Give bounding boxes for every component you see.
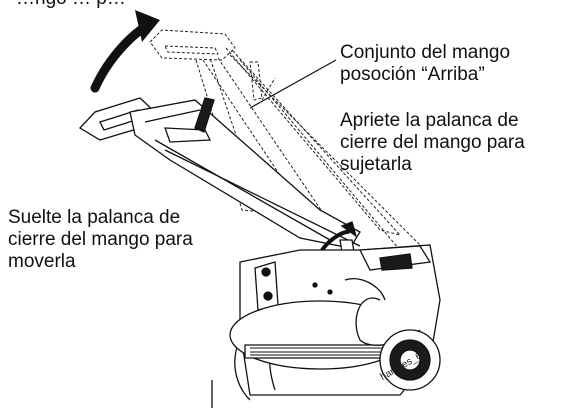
label-leader-line [249, 59, 337, 109]
top-partial-label: …ngo … p… [16, 0, 126, 10]
tiller-body [211, 244, 441, 408]
raise-handle-arrow [90, 10, 160, 93]
handle-assembly-up-label: Conjunto del mango posoción “Arriba” [340, 42, 511, 85]
loosen-lever-label: Suelte la palanca de cierre del mango pa… [8, 207, 193, 272]
tighten-lever-label: Apriete la palanca de cierre del mango p… [340, 110, 525, 175]
